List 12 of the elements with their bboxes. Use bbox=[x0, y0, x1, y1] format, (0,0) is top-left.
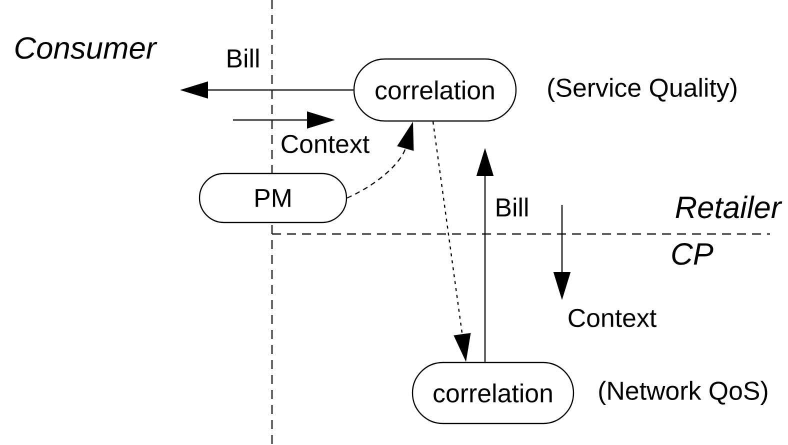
region-label: Retailer bbox=[676, 196, 782, 218]
process-box: correlation bbox=[412, 362, 574, 424]
region-label: Context bbox=[282, 134, 370, 154]
edge-label: Bill bbox=[228, 48, 259, 68]
region-label: Consumer bbox=[15, 37, 158, 59]
edge-label: Bill bbox=[496, 198, 528, 216]
process-box: correlation bbox=[353, 58, 517, 122]
region-label: CP bbox=[672, 243, 714, 265]
process-box: PM bbox=[198, 172, 348, 224]
region-label: Context bbox=[568, 308, 656, 328]
node-caption: (Service Quality) bbox=[548, 78, 736, 102]
node-caption: (Network QoS) bbox=[599, 380, 768, 406]
